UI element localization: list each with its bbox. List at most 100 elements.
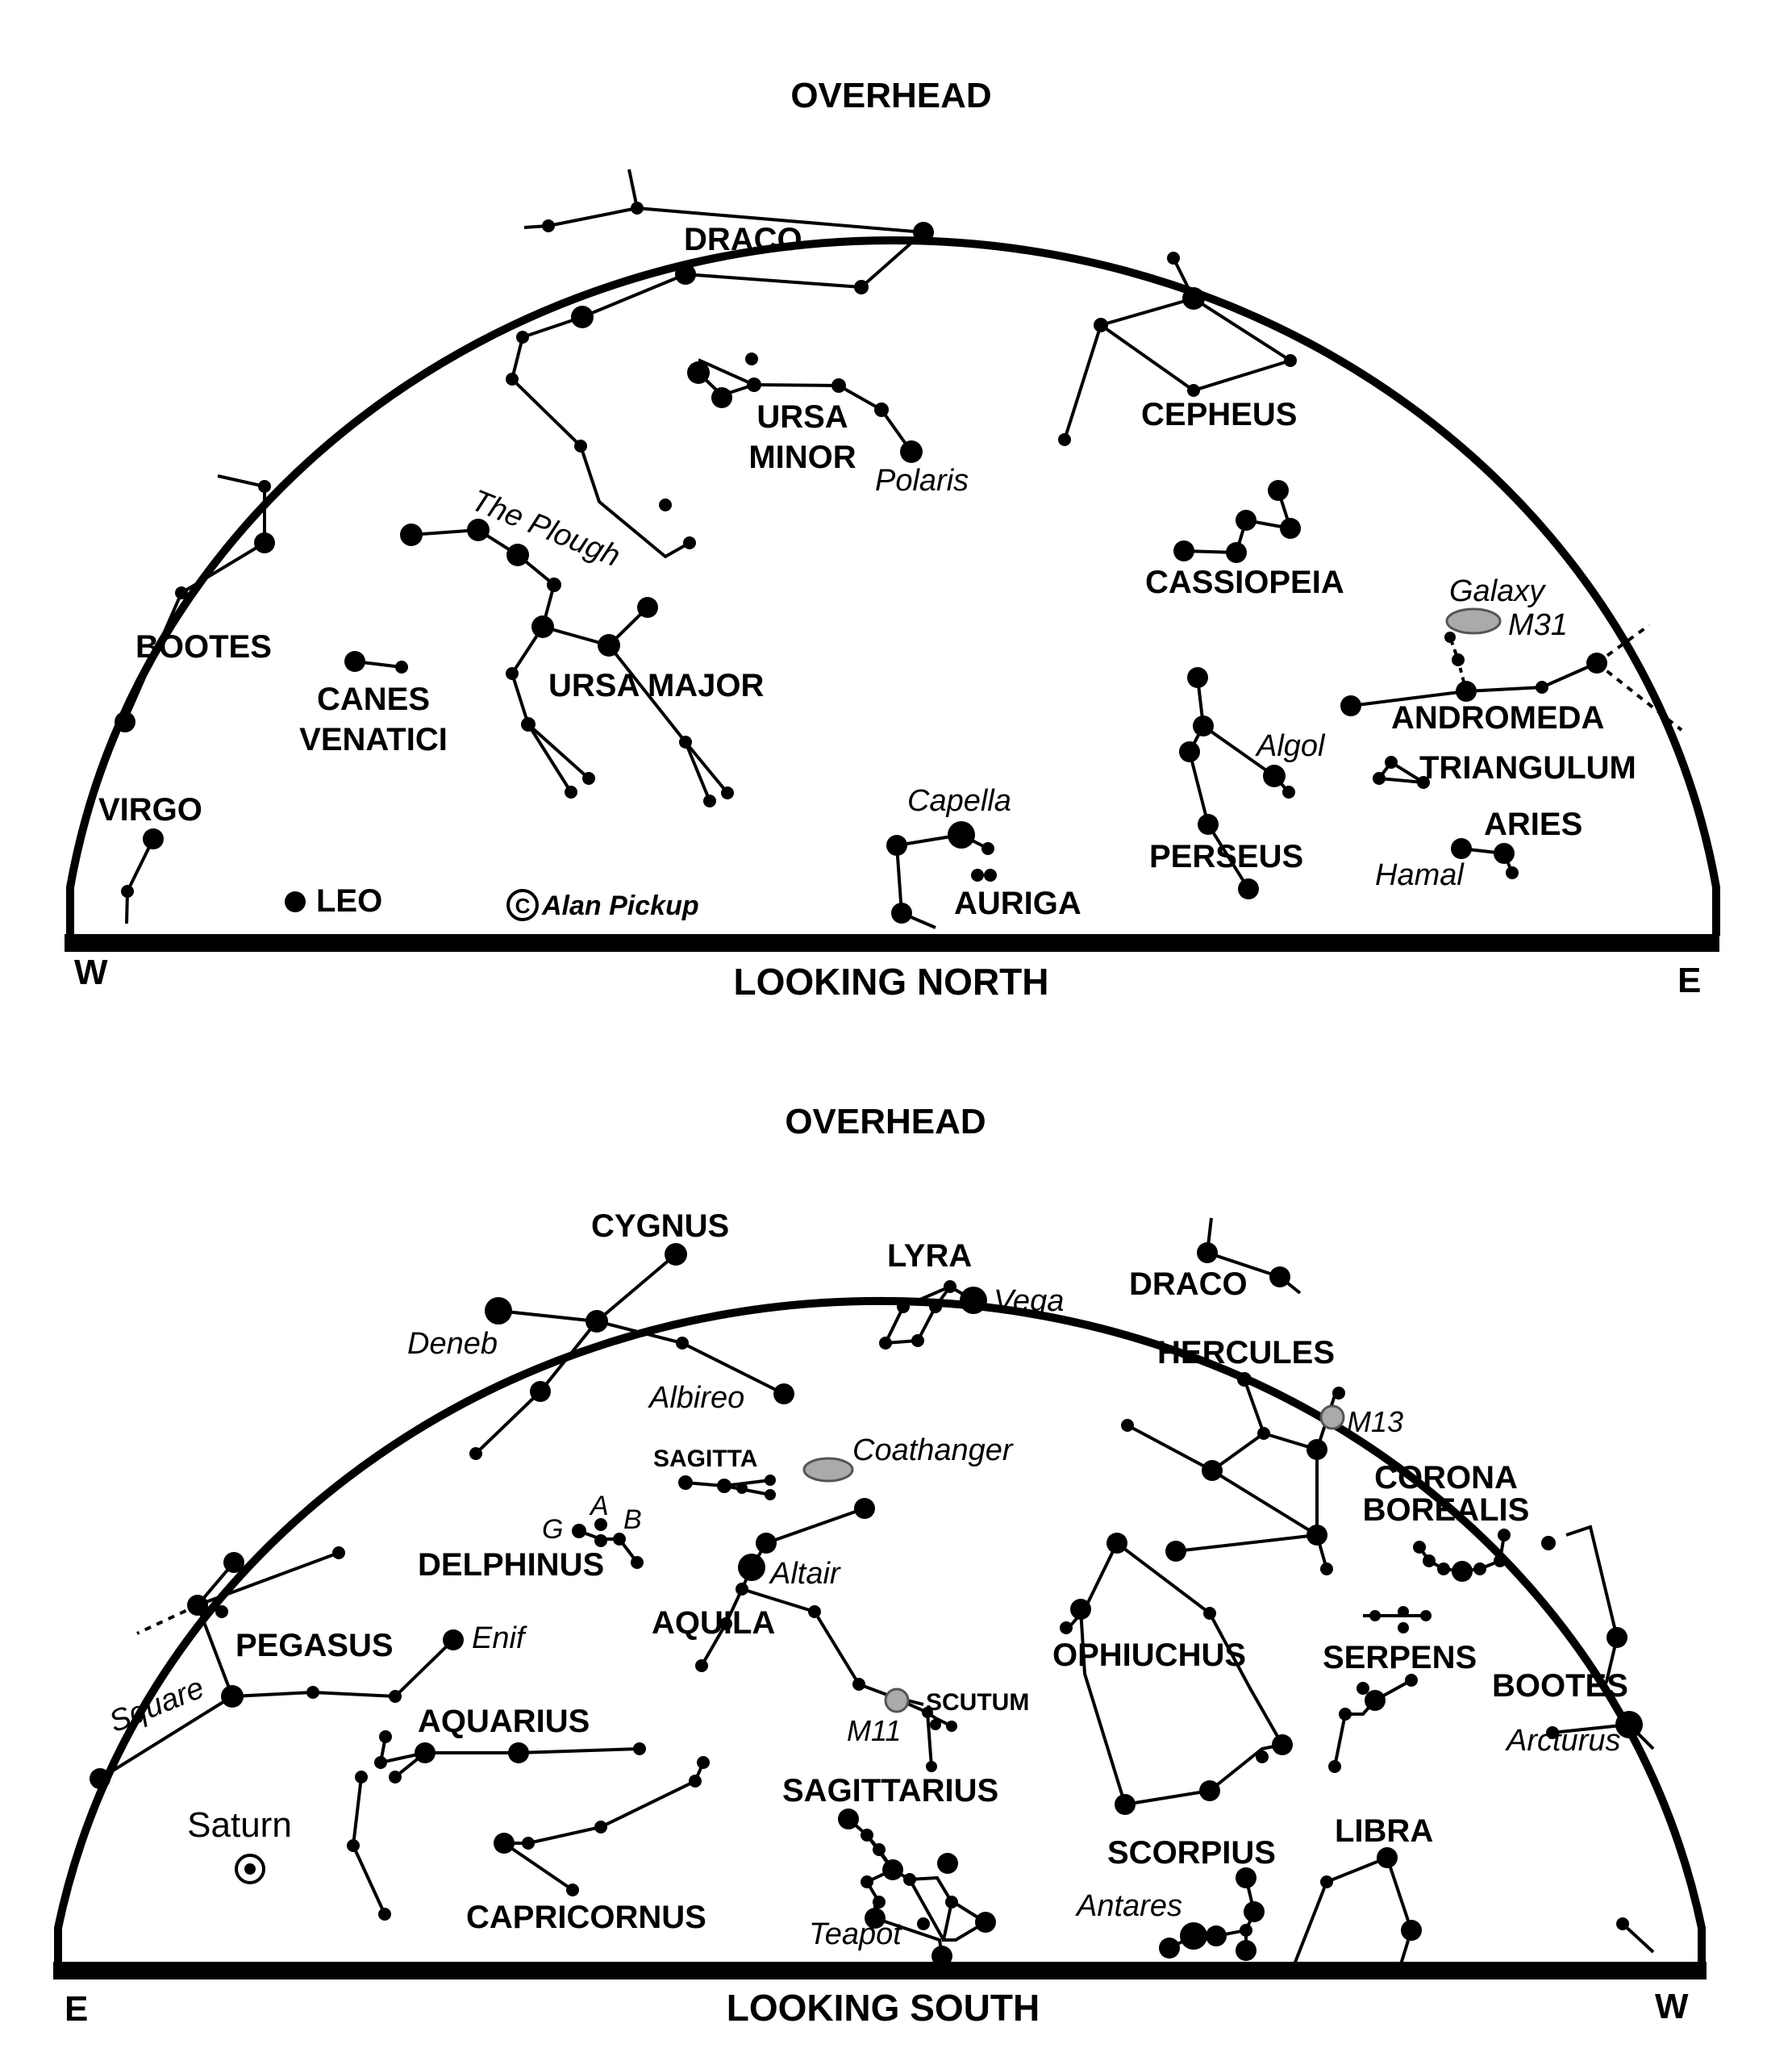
star <box>1282 786 1295 799</box>
star <box>547 578 561 592</box>
star <box>703 795 716 807</box>
north-overhead-label: OVERHEAD <box>790 76 991 115</box>
star <box>1616 1917 1629 1930</box>
hercules-figure <box>1121 1372 1345 1575</box>
south-chart: OVERHEAD LOOKING SOUTH E W CYGNUS Deneb … <box>53 1102 1707 2029</box>
star <box>594 1518 607 1531</box>
auriga-figure <box>886 821 997 929</box>
star <box>1280 518 1301 539</box>
coathanger-label: Coathanger <box>852 1433 1014 1467</box>
m13-cluster-icon <box>1319 1404 1345 1430</box>
star <box>721 786 734 799</box>
m31-galaxy-icon <box>1445 607 1502 635</box>
star <box>1401 1920 1422 1941</box>
lyra-label: LYRA <box>887 1238 972 1274</box>
star <box>1494 843 1515 864</box>
star <box>861 1875 873 1888</box>
corona-label-1: CORONA <box>1374 1460 1518 1496</box>
star <box>687 361 710 384</box>
algol-star <box>1263 765 1286 787</box>
star <box>1320 1875 1333 1888</box>
delphinus-figure <box>572 1518 644 1569</box>
libra-label: LIBRA <box>1335 1813 1433 1849</box>
copyright-letter: C <box>515 894 531 918</box>
copyright-icon <box>506 889 539 921</box>
star <box>665 1243 687 1266</box>
algol-label: Algol <box>1255 729 1326 763</box>
aries-figure <box>1451 838 1519 879</box>
star <box>1237 1372 1252 1387</box>
star <box>389 1690 402 1703</box>
star <box>944 1280 956 1293</box>
star <box>1179 741 1200 762</box>
delphinus-b-label: B <box>623 1504 642 1535</box>
albireo-label: Albireo <box>648 1381 744 1415</box>
star <box>1417 776 1430 789</box>
star <box>981 842 994 855</box>
plough-label: The Plough <box>467 483 625 574</box>
star <box>945 1896 958 1909</box>
star <box>711 387 732 408</box>
star <box>946 1721 957 1732</box>
star <box>1452 653 1465 666</box>
enif-star <box>443 1629 464 1650</box>
star <box>1423 1554 1436 1567</box>
north-horizon-bar <box>65 934 1719 952</box>
star <box>332 1546 345 1559</box>
star <box>572 1524 586 1538</box>
serpens-figure <box>1328 1606 1432 1773</box>
star <box>874 403 889 417</box>
star <box>1420 1610 1432 1621</box>
star <box>594 1821 607 1833</box>
star <box>1060 1621 1073 1634</box>
m31-label: M31 <box>1508 608 1568 642</box>
leo-label: LEO <box>316 883 382 919</box>
star <box>1456 681 1477 702</box>
cygnus-label: CYGNUS <box>591 1208 729 1244</box>
star <box>395 661 408 674</box>
star <box>1257 1427 1270 1440</box>
ursa-major-label: URSA MAJOR <box>548 668 765 703</box>
star <box>415 1742 435 1763</box>
star <box>873 1843 886 1856</box>
star <box>531 615 554 638</box>
teapot-label: Teapot <box>809 1917 902 1951</box>
star <box>1058 433 1071 446</box>
ophiuchus-label: OPHIUCHUS <box>1052 1637 1246 1673</box>
star <box>586 1310 608 1333</box>
star <box>1385 756 1398 769</box>
star <box>90 1768 110 1789</box>
ophiuchus-figure <box>1060 1533 1293 1815</box>
star <box>1202 1460 1223 1481</box>
south-dome-outline <box>54 1296 1706 1964</box>
star <box>926 1761 937 1772</box>
capella-star <box>948 821 975 849</box>
corona-borealis-figure <box>1413 1529 1511 1582</box>
star <box>631 1556 644 1569</box>
antares-label: Antares <box>1075 1889 1182 1923</box>
star <box>897 1300 910 1313</box>
north-west-label: W <box>74 953 108 992</box>
star <box>467 519 490 541</box>
star <box>1094 318 1108 332</box>
coathanger-cluster-icon <box>802 1457 854 1483</box>
hamal-label: Hamal <box>1375 858 1465 892</box>
star <box>838 1808 859 1829</box>
star <box>736 1483 748 1494</box>
star <box>574 440 587 453</box>
star <box>1173 540 1194 561</box>
star <box>1070 1599 1091 1620</box>
albireo-star <box>773 1383 794 1404</box>
star <box>1159 1938 1180 1959</box>
star <box>221 1685 244 1708</box>
star <box>861 1829 873 1842</box>
star <box>378 1908 391 1921</box>
star <box>1444 632 1456 643</box>
star <box>374 1756 387 1769</box>
star <box>882 1859 903 1880</box>
star <box>984 869 997 882</box>
star <box>879 1337 892 1350</box>
star <box>1106 1533 1127 1554</box>
draco-north-figure <box>506 169 934 559</box>
star <box>1398 1606 1409 1617</box>
